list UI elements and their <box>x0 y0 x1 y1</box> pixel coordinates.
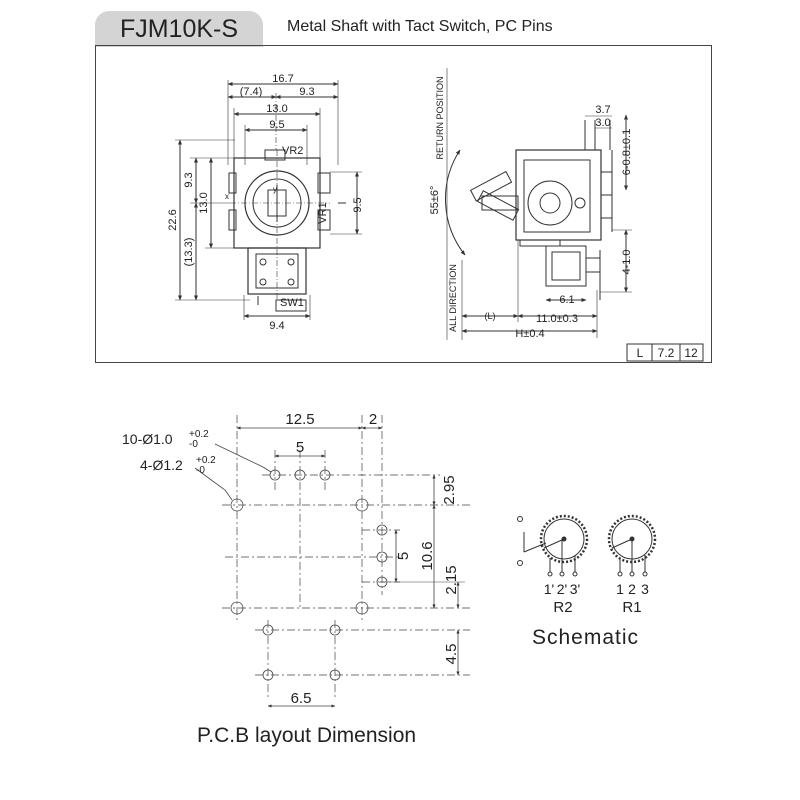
pcb-caption: P.C.B layout Dimension <box>197 724 417 747</box>
dim-2-15: 2.15 <box>443 565 460 594</box>
pcb-layout <box>194 415 470 708</box>
model-title: FJM10K-S <box>119 15 239 43</box>
dim-7-4: (7.4) <box>240 86 263 98</box>
dim-11-0: 11.0±0.3 <box>536 313 578 325</box>
dim-9-4: 9.4 <box>269 320 284 332</box>
pin-r2-1: 1' <box>544 581 554 597</box>
side-view <box>444 68 704 362</box>
pin-r1-1: 1 <box>616 581 624 597</box>
dim-5-top: 5 <box>296 439 304 456</box>
dim-3-0: 3.0 <box>595 117 610 129</box>
drawing-frame <box>95 45 712 363</box>
dim-9-3-left: 9.3 <box>183 172 195 187</box>
pin-r2-2: 2' <box>557 581 567 597</box>
dim-9-3-top: 9.3 <box>299 86 314 98</box>
dim-angle: 55±6° <box>429 186 441 215</box>
model-description: Metal Shaft with Tact Switch, PC Pins <box>287 18 553 35</box>
dim-pins: 6-0.8±0.1 <box>621 129 633 175</box>
table-cell-12: 12 <box>684 346 698 360</box>
pin-r1-2: 2 <box>628 581 636 597</box>
dim-13-3: (13.3) <box>183 238 195 267</box>
dim-3-7: 3.7 <box>595 104 610 116</box>
label-return-position: RETURN POSITION <box>435 76 445 159</box>
label-r2: R2 <box>553 599 572 616</box>
hole-4-label: 4-Ø1.2 <box>140 457 183 473</box>
schematic-caption: Schematic <box>532 626 640 649</box>
dim-h: H±0.4 <box>515 328 544 340</box>
dim-13-0-left: 13.0 <box>198 192 210 213</box>
axis-x-label: x <box>225 192 229 201</box>
schematic-labels: 1' 2' 3' 1 2 3 R2 R1 <box>544 581 649 616</box>
dim-2: 2 <box>369 411 377 428</box>
dim-6-5: 6.5 <box>291 690 312 707</box>
dim-9-5-top: 9.5 <box>269 119 284 131</box>
dim-12-5: 12.5 <box>285 411 314 428</box>
front-view <box>175 80 362 320</box>
dim-5-right: 5 <box>395 552 412 560</box>
table-cell-l: L <box>637 346 644 360</box>
dim-10-6: 10.6 <box>419 541 436 570</box>
pin-r1-3: 3 <box>641 581 649 597</box>
hole-4-tol-top: +0.2 <box>196 455 216 466</box>
label-sw1: SW1 <box>280 297 304 309</box>
dim-22-6: 22.6 <box>167 209 179 230</box>
hole-10-tol-top: +0.2 <box>189 429 209 440</box>
dim-13-0-top: 13.0 <box>266 103 287 115</box>
dim-9-5-right: 9.5 <box>352 197 364 212</box>
pcb-labels: 12.5 2 5 10-Ø1.0 +0.2 -0 4-Ø1.2 +0.2 -0 … <box>122 411 460 707</box>
dim-4-5: 4.5 <box>443 644 460 665</box>
pin-r2-3: 3' <box>570 581 580 597</box>
axis-y-label: y <box>273 185 277 194</box>
hole-10-tol-bot: -0 <box>189 439 198 450</box>
label-vr1: VR1 <box>317 202 329 223</box>
label-all-direction: ALL DIRECTION <box>448 264 458 332</box>
schematic <box>517 514 657 577</box>
side-view-labels: RETURN POSITION ALL DIRECTION 55±6° 3.7 … <box>429 76 698 360</box>
hole-10-label: 10-Ø1.0 <box>122 431 173 447</box>
label-r1: R1 <box>622 599 641 616</box>
dim-16-7: 16.7 <box>272 73 293 85</box>
dim-4-1-0: 4-1.0 <box>621 249 633 274</box>
dim-l: (L) <box>485 311 496 321</box>
title-tab <box>95 11 263 47</box>
dim-6-1: 6.1 <box>559 294 574 306</box>
label-vr2: VR2 <box>282 145 303 157</box>
table-cell-7-2: 7.2 <box>658 346 675 360</box>
hole-4-tol-bot: -0 <box>196 465 205 476</box>
dim-2-95: 2.95 <box>441 475 458 504</box>
front-view-labels: 16.7 (7.4) 9.3 13.0 9.5 VR2 VR1 SW1 22.6… <box>167 73 364 332</box>
